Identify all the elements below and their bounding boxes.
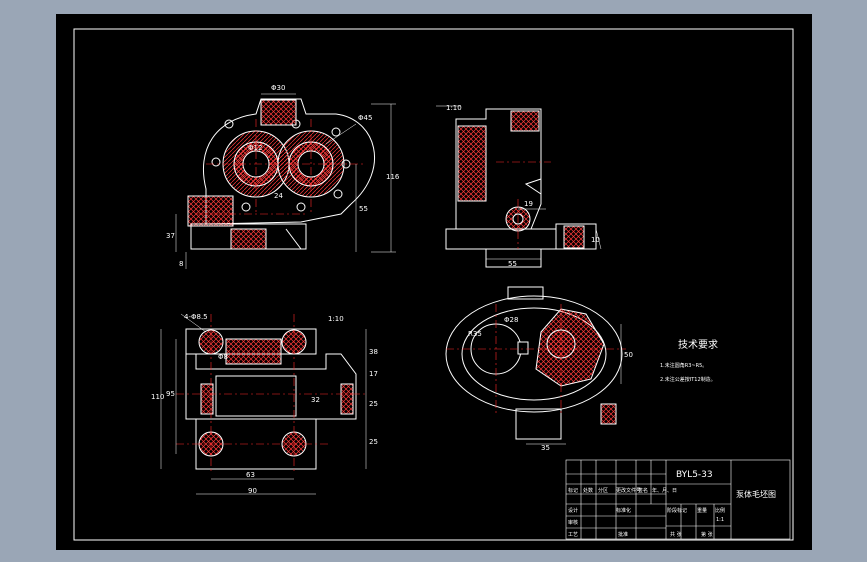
dim-front-2: 116 <box>386 173 400 181</box>
plan-view <box>185 328 357 470</box>
dim-section-0: R35 <box>468 330 482 338</box>
front-centerlines <box>196 119 366 215</box>
side-view <box>445 108 597 268</box>
dim-plan-0: 4-Φ8.5 <box>184 313 208 321</box>
section-view <box>445 286 623 440</box>
dim-front-1: Φ45 <box>358 114 372 122</box>
dim-front-7: Φ12 <box>248 144 262 152</box>
dim-side-1: 55 <box>508 260 517 268</box>
dim-front-5: 37 <box>166 232 175 240</box>
plan-scale: 1:10 <box>328 315 344 323</box>
dim-plan-9: 63 <box>246 471 255 479</box>
section-centerlines <box>446 304 626 414</box>
tb-row-mark: 标记 <box>568 487 578 494</box>
side-dimensions <box>436 105 602 260</box>
inner-frame <box>73 28 794 541</box>
drawing-canvas: Φ30 Φ45 116 55 24 37 8 Φ12 1:10 19 55 10 <box>73 28 794 541</box>
dim-front-0: Φ30 <box>271 84 285 92</box>
side-scale: 1:10 <box>446 104 462 112</box>
dim-side-2: 10 <box>591 236 600 244</box>
tb-header-sign: 签名 <box>638 487 648 494</box>
dim-plan-4: 38 <box>369 348 378 356</box>
tb-row-review: 审核 <box>568 519 578 526</box>
tb-stage-mark: 阶段标记 <box>667 507 687 514</box>
tb-header-count: 处数 <box>583 487 593 494</box>
tb-row-design: 设计 <box>568 507 578 514</box>
dim-front-6: 8 <box>179 260 183 268</box>
tb-weight: 重量 <box>697 507 707 514</box>
front-view <box>187 98 375 250</box>
section-dimensions <box>526 324 622 445</box>
dim-section-3: 35 <box>541 444 550 452</box>
dim-plan-5: 17 <box>369 370 378 378</box>
dim-plan-2: 110 <box>151 393 164 401</box>
dim-plan-8: 25 <box>369 438 378 446</box>
drawing-number: BYL5-33 <box>676 470 713 480</box>
tb-scale-label: 比例 <box>715 507 725 514</box>
tb-row-process: 工艺 <box>568 532 578 538</box>
notes-item-1: 1.未注圆角R3~R5。 <box>660 362 707 369</box>
dim-plan-3: 95 <box>166 390 175 398</box>
tb-header-zone: 分区 <box>598 487 608 494</box>
notes-title: 技术要求 <box>678 338 718 351</box>
tb-total-sheets: 共 张 <box>670 531 682 538</box>
dim-section-2: 50 <box>624 351 633 359</box>
dim-plan-7: 32 <box>311 396 320 404</box>
side-centerlines <box>496 161 551 249</box>
front-dimensions <box>175 93 396 269</box>
tb-standardize: 标准化 <box>616 507 631 514</box>
dim-plan-1: Φ8 <box>218 353 228 361</box>
drawing-name: 泵体毛坯图 <box>736 489 776 499</box>
dim-plan-6: 25 <box>369 400 378 408</box>
tb-scale-value: 1:1 <box>716 517 724 523</box>
title-block <box>565 459 791 540</box>
dim-front-4: 24 <box>274 192 283 200</box>
drawing-sheet: Φ30 Φ45 116 55 24 37 8 Φ12 1:10 19 55 10 <box>56 14 812 550</box>
tb-header-date: 年、月、日 <box>652 487 677 494</box>
dim-front-3: 55 <box>359 205 368 213</box>
tb-header-change: 更改文件号 <box>616 487 641 494</box>
dim-section-1: Φ28 <box>504 316 518 324</box>
plan-centerlines <box>176 314 366 474</box>
dim-plan-10: 90 <box>248 487 257 495</box>
plan-dimensions <box>160 313 367 495</box>
notes-item-2: 2.未注公差按IT12制造。 <box>660 376 716 383</box>
tb-approve: 批准 <box>618 531 628 538</box>
dim-side-0: 19 <box>524 200 533 208</box>
tb-sheet-no: 第 张 <box>701 531 713 538</box>
